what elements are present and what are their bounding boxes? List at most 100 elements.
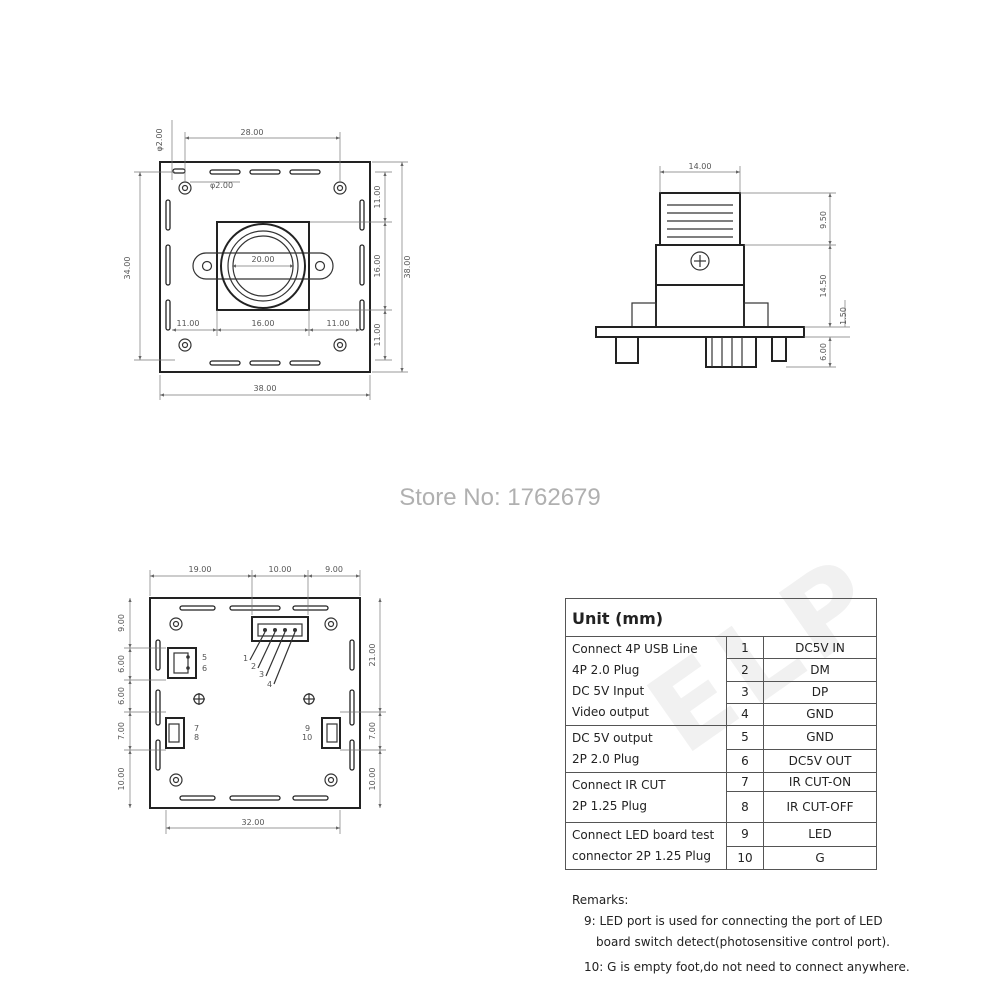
dim-top-width: 28.00 [241, 128, 264, 137]
group-usb: Connect 4P USB Line 4P 2.0 Plug DC 5V In… [565, 636, 727, 726]
group-dc-out: DC 5V output 2P 2.0 Plug [565, 725, 727, 773]
dim-back-right-2: 7.00 [368, 722, 377, 740]
remarks-title: Remarks: [572, 893, 629, 907]
pin-number: 8 [726, 791, 764, 823]
pin-signal: DC5V IN [763, 635, 877, 660]
front-view: 28.00 φ2.00 φ2.00 34.00 11.00 16.00 11.0… [123, 120, 412, 400]
pin-label-5: 5 [202, 653, 207, 662]
pin-label-6: 6 [202, 664, 207, 673]
dc-2p-connector [167, 647, 197, 679]
pin-spec-table: Unit (mm) Connect 4P USB Line 4P 2.0 Plu… [565, 598, 877, 870]
dim-right-bottom: 11.00 [373, 324, 382, 347]
group-led: Connect LED board test connector 2P 1.25… [565, 822, 727, 870]
dim-back-left-4: 7.00 [117, 722, 126, 740]
dim-back-left-2: 6.00 [117, 655, 126, 673]
group-ircut-line-2: 2P 1.25 Plug [572, 799, 648, 813]
pin-number: 2 [726, 658, 764, 682]
dim-back-top-mid: 10.00 [269, 565, 292, 574]
group-ircut: Connect IR CUT 2P 1.25 Plug [565, 772, 727, 823]
pin-label-10: 10 [302, 733, 312, 742]
side-view: 14.00 9.50 14.50 1.50 6.00 [595, 162, 850, 368]
dim-back-left-5: 10.00 [117, 768, 126, 791]
pin-signal: G [763, 845, 877, 870]
dim-mid-right: 11.00 [327, 319, 350, 328]
holder-lower [655, 284, 745, 328]
dim-left-height: 34.00 [123, 257, 132, 280]
dim-mid-left: 11.00 [177, 319, 200, 328]
pin-label-2: 2 [251, 662, 256, 671]
group-usb-line-4: Video output [572, 705, 650, 719]
pin-signal: DM [763, 658, 877, 682]
dim-back-top-left: 19.00 [189, 565, 212, 574]
pin-label-7: 7 [194, 724, 199, 733]
pin-number: 6 [726, 748, 764, 773]
dim-connector-height: 6.00 [819, 343, 828, 361]
back-view: 1 2 3 4 5 6 7 8 9 10 19.00 10.00 9.00 [117, 565, 386, 834]
group-ircut-line-1: Connect IR CUT [572, 778, 666, 792]
pin-signal: GND [763, 725, 877, 750]
pin-number: 4 [726, 702, 764, 727]
pcb-outline [159, 161, 371, 373]
connector-left [615, 336, 639, 364]
connector-mid [705, 336, 757, 368]
pcb-back-outline [149, 597, 361, 809]
ircut-connector [165, 717, 185, 749]
dim-mid-center: 16.00 [252, 319, 275, 328]
back-slots [155, 605, 355, 801]
pin-number: 9 [726, 822, 764, 847]
pin-number: 3 [726, 680, 764, 704]
pin-signal: DP [763, 680, 877, 704]
screw-icon [690, 251, 710, 271]
pin-label-3: 3 [259, 670, 264, 679]
led-connector [321, 717, 341, 749]
group-dc-line-1: DC 5V output [572, 731, 653, 745]
dim-hole-dia-left: φ2.00 [155, 128, 164, 151]
pin-number: 7 [726, 772, 764, 792]
dim-hole-dia-inner: φ2.00 [210, 181, 233, 190]
dim-holder-height: 14.50 [819, 275, 828, 298]
pcb-slots [165, 168, 365, 366]
group-led-line-2: connector 2P 1.25 Plug [572, 849, 711, 863]
dim-pcb-thickness: 1.50 [839, 307, 848, 325]
dim-back-right-3: 10.00 [368, 768, 377, 791]
pin-signal: LED [763, 822, 877, 847]
pin-signal: DC5V OUT [763, 748, 877, 773]
remarks-block: Remarks: 9: LED port is used for connect… [572, 890, 910, 978]
pin-label-8: 8 [194, 733, 199, 742]
pin-label-4: 4 [267, 680, 272, 689]
group-led-line-1: Connect LED board test [572, 828, 715, 842]
pin-number: 5 [726, 725, 764, 750]
dim-right-mid: 16.00 [373, 255, 382, 278]
remark-line-1: 9: LED port is used for connecting the p… [584, 914, 883, 928]
dim-lens-width: 14.00 [689, 162, 712, 171]
remark-line-3: 10: G is empty foot,do not need to conne… [584, 960, 910, 974]
dim-back-right-1: 21.00 [368, 644, 377, 667]
pin-label-9: 9 [305, 724, 310, 733]
group-dc-line-2: 2P 2.0 Plug [572, 752, 640, 766]
pin-label-1: 1 [243, 654, 248, 663]
dim-right-total: 38.00 [403, 256, 412, 279]
dim-back-top-right: 9.00 [325, 565, 343, 574]
dim-bottom-width: 38.00 [254, 384, 277, 393]
connector-right [771, 336, 787, 362]
dim-back-left-3: 6.00 [117, 687, 126, 705]
group-usb-line-2: 4P 2.0 Plug [572, 663, 640, 677]
group-usb-line-3: DC 5V Input [572, 684, 645, 698]
group-usb-line-1: Connect 4P USB Line [572, 642, 698, 656]
pin-number: 10 [726, 845, 764, 870]
dim-back-left-1: 9.00 [117, 614, 126, 632]
back-mounting-holes [169, 617, 338, 787]
pcb-side [595, 326, 805, 338]
remark-line-2: board switch detect(photosensitive contr… [596, 935, 890, 949]
usb-4p-connector [251, 616, 309, 642]
dim-lens-height: 9.50 [819, 211, 828, 229]
pin-signal: IR CUT-OFF [763, 791, 877, 823]
pin-signal: GND [763, 702, 877, 727]
pin-number: 1 [726, 635, 764, 660]
dim-right-top: 11.00 [373, 186, 382, 209]
pin-signal: IR CUT-ON [763, 772, 877, 792]
lens-thread [667, 204, 733, 238]
store-label: Store No: 1762679 [399, 484, 601, 511]
table-title: Unit (mm) [565, 598, 877, 637]
